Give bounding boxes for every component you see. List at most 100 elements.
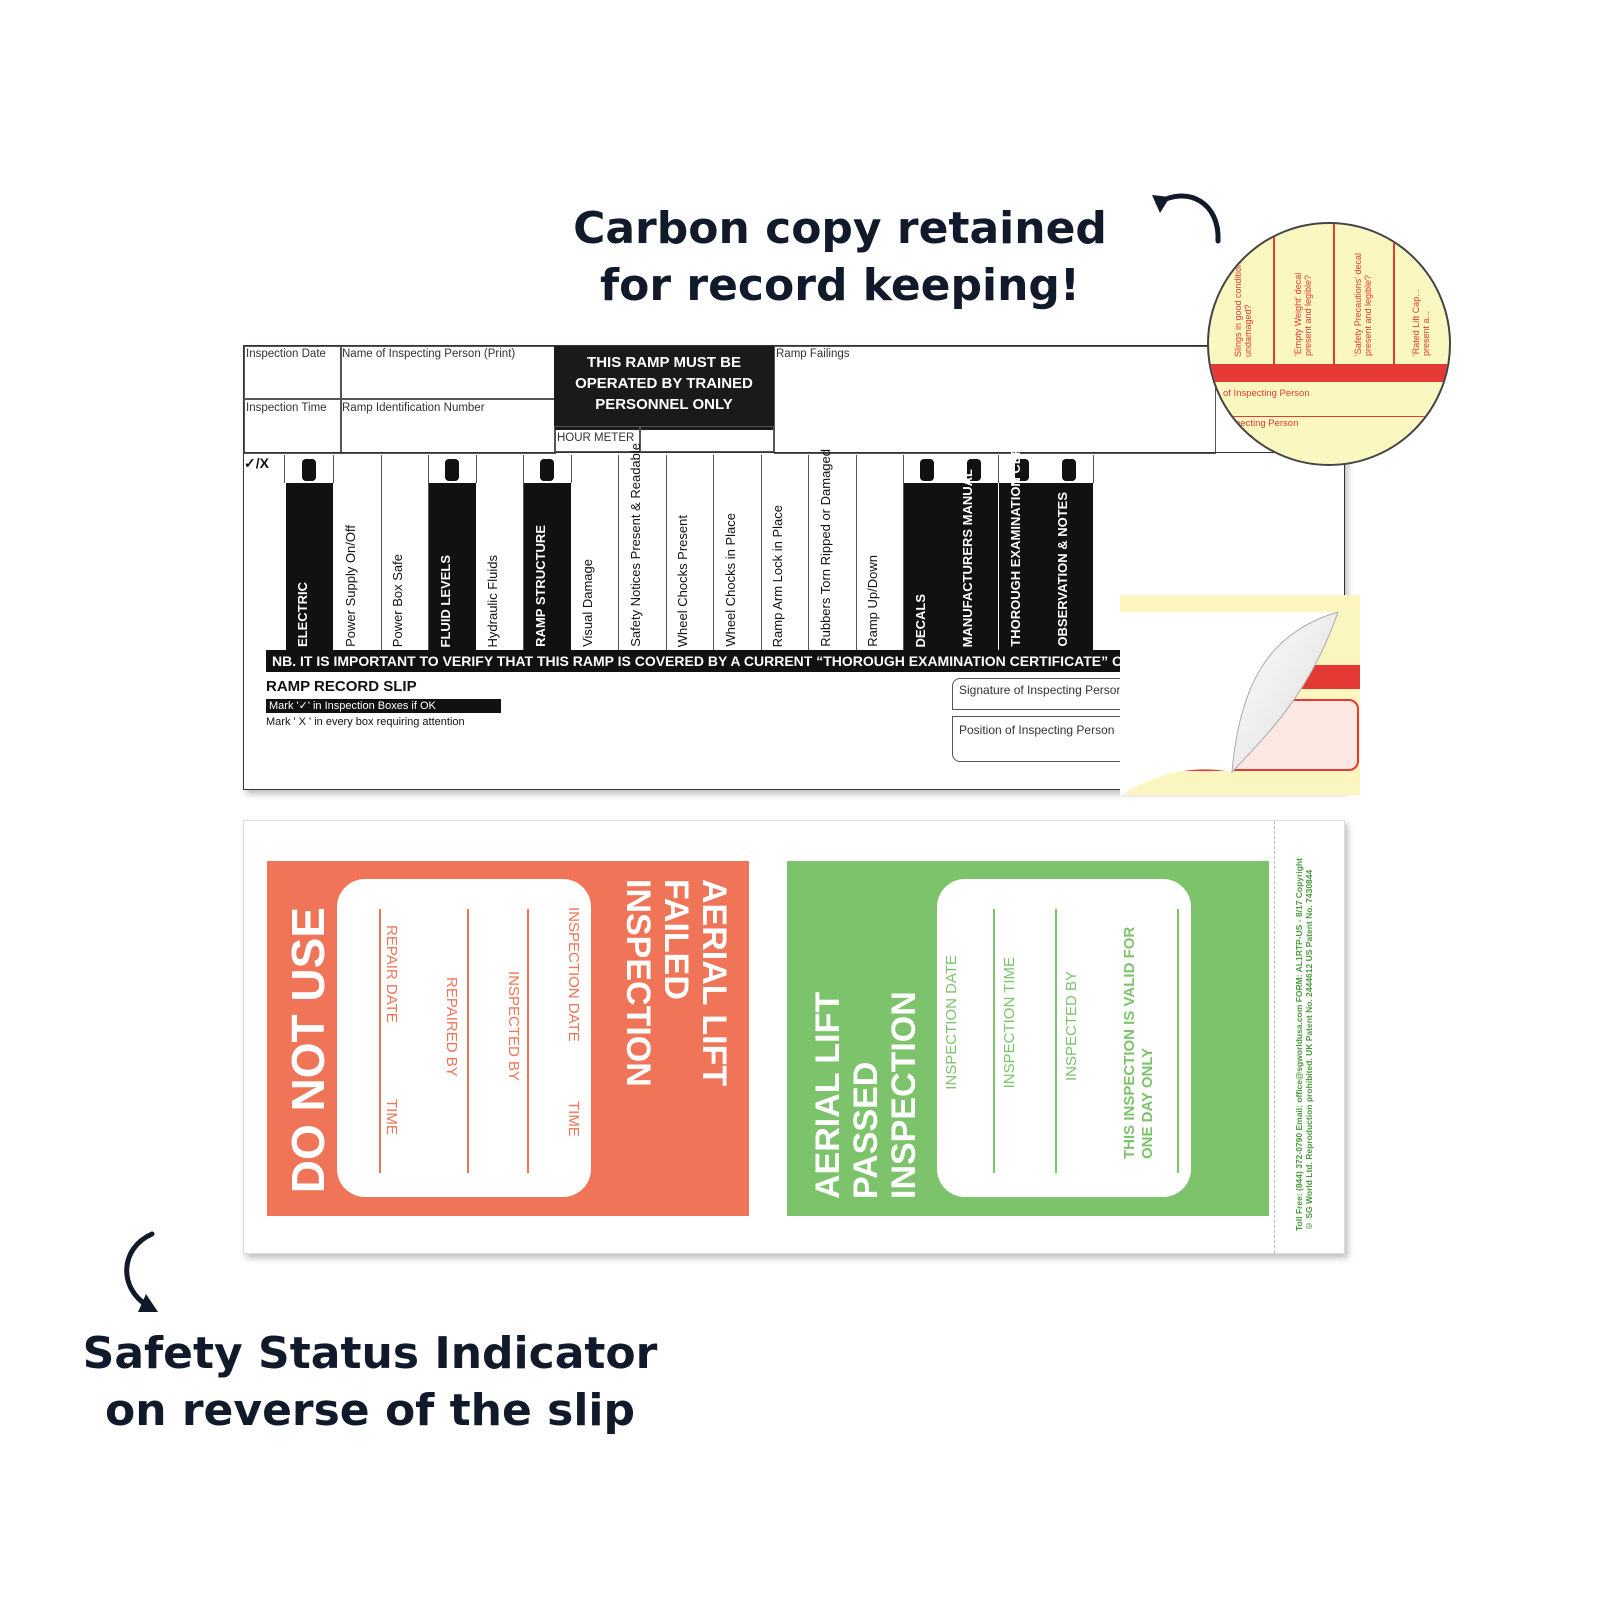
column-label: RAMP STRUCTURE bbox=[532, 525, 548, 647]
check-box[interactable] bbox=[286, 455, 334, 483]
magnifier-check: ✓ As bbox=[1223, 430, 1254, 445]
inspection-column: RAMP STRUCTURE bbox=[523, 455, 572, 651]
magnifier-col-4: 'Rated Lift Cap... present a... bbox=[1411, 289, 1431, 356]
hour-meter-field[interactable] bbox=[640, 426, 774, 452]
do-not-use-text: DO NOT USE bbox=[282, 907, 334, 1194]
perforation-line bbox=[1274, 821, 1276, 1253]
failed-time: TIME bbox=[565, 1101, 582, 1137]
column-strip: OBSERVATION & NOTES bbox=[1046, 483, 1093, 651]
tab-marker bbox=[1014, 459, 1029, 481]
inspection-column: MANUFACTURERS MANUAL bbox=[951, 455, 999, 651]
column-label: DECALS bbox=[912, 593, 928, 647]
failed-inspection-tag: DO NOT USE INSPECTION DATE TIME INSPECTE… bbox=[267, 861, 749, 1216]
check-box[interactable] bbox=[714, 455, 762, 483]
column-label: Ramp Arm Lock in Place bbox=[770, 504, 785, 647]
column-strip: ELECTRIC bbox=[286, 483, 333, 651]
position-field[interactable]: Position of Inspecting Person bbox=[952, 716, 1142, 762]
column-strip: RAMP STRUCTURE bbox=[523, 483, 571, 651]
column-strip: Safety Notices Present & Readable bbox=[619, 443, 667, 651]
failed-repair-time: TIME bbox=[383, 1099, 400, 1135]
ramp-failings-label: Ramp Failings bbox=[776, 348, 850, 360]
magnifier-line-1: of Inspecting Person bbox=[1223, 388, 1310, 399]
column-label: FLUID LEVELS bbox=[437, 554, 453, 647]
column-label: Wheel Chocks in Place bbox=[722, 513, 738, 647]
column-label: ELECTRIC bbox=[295, 582, 310, 647]
column-strip: Ramp Arm Lock in Place bbox=[761, 483, 809, 651]
safety-status-caption: Safety Status Indicator on reverse of th… bbox=[82, 1328, 658, 1437]
check-legend: ✓/X bbox=[244, 455, 285, 483]
column-label: Visual Damage bbox=[580, 559, 595, 647]
column-label: Power Supply On/Off bbox=[342, 525, 358, 647]
failed-repair-date: REPAIR DATE bbox=[383, 925, 400, 1023]
passed-inspected-by: INSPECTED BY bbox=[1063, 971, 1080, 1082]
column-label: Wheel Chocks Present bbox=[675, 514, 690, 647]
inspection-column: Ramp Arm Lock in Place bbox=[761, 455, 809, 651]
check-box[interactable] bbox=[523, 455, 572, 483]
column-strip: Power Box Safe bbox=[381, 483, 429, 651]
magnifier-col-1: Slings in good condition and undamaged? bbox=[1233, 244, 1253, 357]
failed-inspection-date: INSPECTION DATE bbox=[565, 907, 582, 1042]
column-label: OBSERVATION & NOTES bbox=[1055, 492, 1070, 647]
column-strip: FLUID LEVELS bbox=[428, 483, 476, 651]
column-strip: THOROUGH EXAMINATION CERT. bbox=[998, 436, 1046, 651]
check-box[interactable] bbox=[903, 455, 952, 483]
check-box[interactable] bbox=[856, 455, 904, 483]
nb-notice: NB. IT IS IMPORTANT TO VERIFY THAT THIS … bbox=[266, 650, 1182, 672]
tab-marker bbox=[539, 459, 554, 481]
failed-inspected-by: INSPECTED BY bbox=[505, 971, 522, 1082]
signature-field[interactable]: Signature of Inspecting Person bbox=[952, 678, 1142, 710]
check-box[interactable] bbox=[476, 455, 524, 483]
inspection-column: Power Box Safe bbox=[381, 455, 429, 651]
tab-marker bbox=[302, 459, 316, 481]
inspection-column: Hydraulic Fluids bbox=[476, 455, 524, 651]
inspection-column: Power Supply On/Off bbox=[334, 455, 382, 651]
column-label: Rubbers Torn Ripped or Damaged bbox=[817, 449, 833, 647]
column-strip: Wheel Chocks Present bbox=[666, 483, 714, 651]
check-box[interactable] bbox=[571, 455, 619, 483]
page-curl bbox=[1120, 612, 1339, 796]
column-strip: Power Supply On/Off bbox=[334, 483, 382, 651]
inspection-column: Wheel Chocks Present bbox=[666, 455, 714, 651]
check-box[interactable] bbox=[998, 455, 1047, 483]
magnifier-col-3: 'Safety Precautions' decal present and l… bbox=[1353, 253, 1373, 356]
inspection-column: Ramp Up/Down bbox=[856, 455, 904, 651]
check-box[interactable] bbox=[761, 455, 809, 483]
inspection-column: DECALS bbox=[903, 455, 952, 651]
fine-print: Toll Free: (844) 372-0790 Email: office@… bbox=[1294, 858, 1314, 1231]
ramp-id-label: Ramp Identification Number bbox=[342, 402, 485, 414]
check-box[interactable] bbox=[334, 455, 382, 483]
carbon-magnifier: Slings in good condition and undamaged? … bbox=[1207, 222, 1451, 466]
check-box[interactable] bbox=[428, 455, 477, 483]
check-box[interactable] bbox=[619, 455, 667, 483]
passed-inspection-time: INSPECTION TIME bbox=[1001, 957, 1018, 1089]
magnifier-line-2: pecting Person bbox=[1235, 418, 1299, 429]
passed-inspection-date: INSPECTION DATE bbox=[943, 955, 960, 1090]
trained-personnel-warning: THIS RAMP MUST BE OPERATED BY TRAINED PE… bbox=[554, 346, 774, 430]
tab-marker bbox=[444, 459, 459, 481]
inspection-column: Safety Notices Present & Readable bbox=[619, 443, 667, 651]
mark-ok-instruction: Mark '✓' in Inspection Boxes if OK bbox=[266, 699, 501, 713]
check-box[interactable] bbox=[951, 455, 999, 483]
column-strip: Visual Damage bbox=[571, 483, 619, 651]
passed-heading: AERIAL LIFT PASSED INSPECTION bbox=[809, 991, 923, 1199]
inspection-column: Wheel Chocks in Place bbox=[714, 455, 762, 651]
passed-inner-panel: INSPECTION DATE INSPECTION TIME INSPECTE… bbox=[937, 879, 1191, 1197]
safety-status-slip: DO NOT USE INSPECTION DATE TIME INSPECTE… bbox=[243, 820, 1345, 1254]
column-strip: Rubbers Torn Ripped or Damaged bbox=[809, 449, 857, 651]
inspection-column: Visual Damage bbox=[571, 455, 619, 651]
column-label: THOROUGH EXAMINATION CERT. bbox=[1007, 436, 1023, 647]
mark-x-instruction: Mark ' X ' in every box requiring attent… bbox=[266, 716, 465, 728]
check-box[interactable] bbox=[666, 455, 714, 483]
column-strip: MANUFACTURERS MANUAL bbox=[951, 469, 998, 651]
carbon-copy-caption: Carbon copy retained for record keeping! bbox=[573, 203, 1107, 312]
tab-marker bbox=[967, 459, 981, 481]
check-box[interactable] bbox=[1046, 455, 1094, 483]
curved-arrow-icon bbox=[124, 1231, 158, 1312]
column-strip: DECALS bbox=[903, 483, 951, 651]
column-strip: Hydraulic Fluids bbox=[476, 483, 524, 651]
inspecting-person-name-label: Name of Inspecting Person (Print) bbox=[342, 348, 516, 360]
check-box[interactable] bbox=[381, 455, 429, 483]
check-box[interactable] bbox=[809, 455, 857, 483]
failed-inner-panel: INSPECTION DATE TIME INSPECTED BY REPAIR… bbox=[337, 879, 591, 1197]
inspection-date-label: Inspection Date bbox=[246, 348, 326, 360]
